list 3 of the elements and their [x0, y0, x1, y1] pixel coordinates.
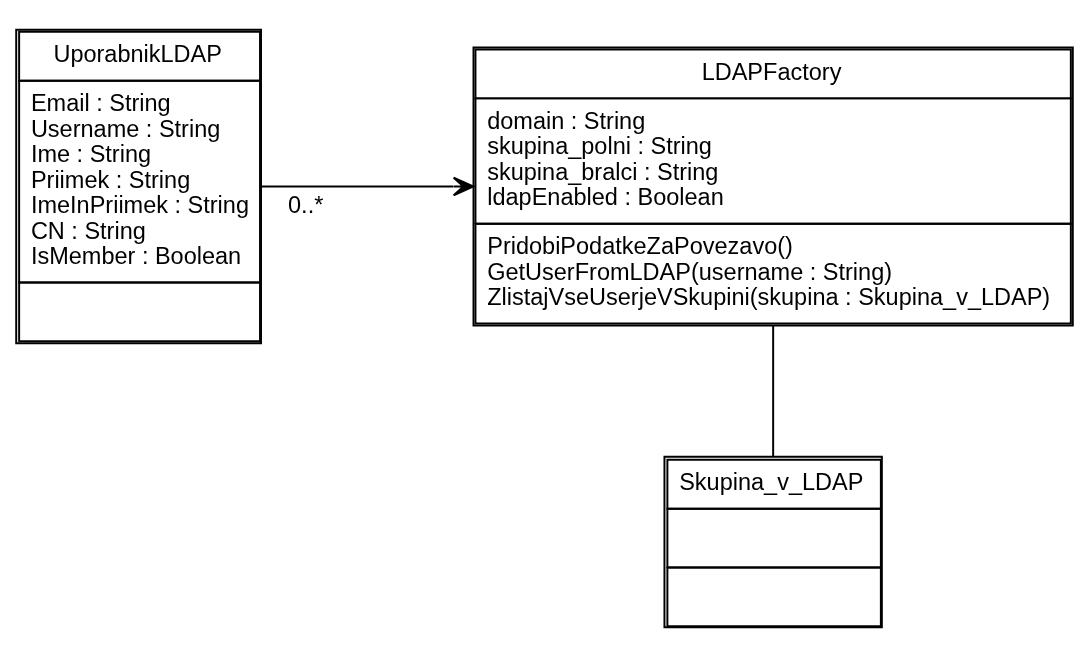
- arrow: [260, 176, 475, 197]
- connector: [772, 324, 775, 458]
- edge-label: 0..*: [288, 192, 324, 219]
